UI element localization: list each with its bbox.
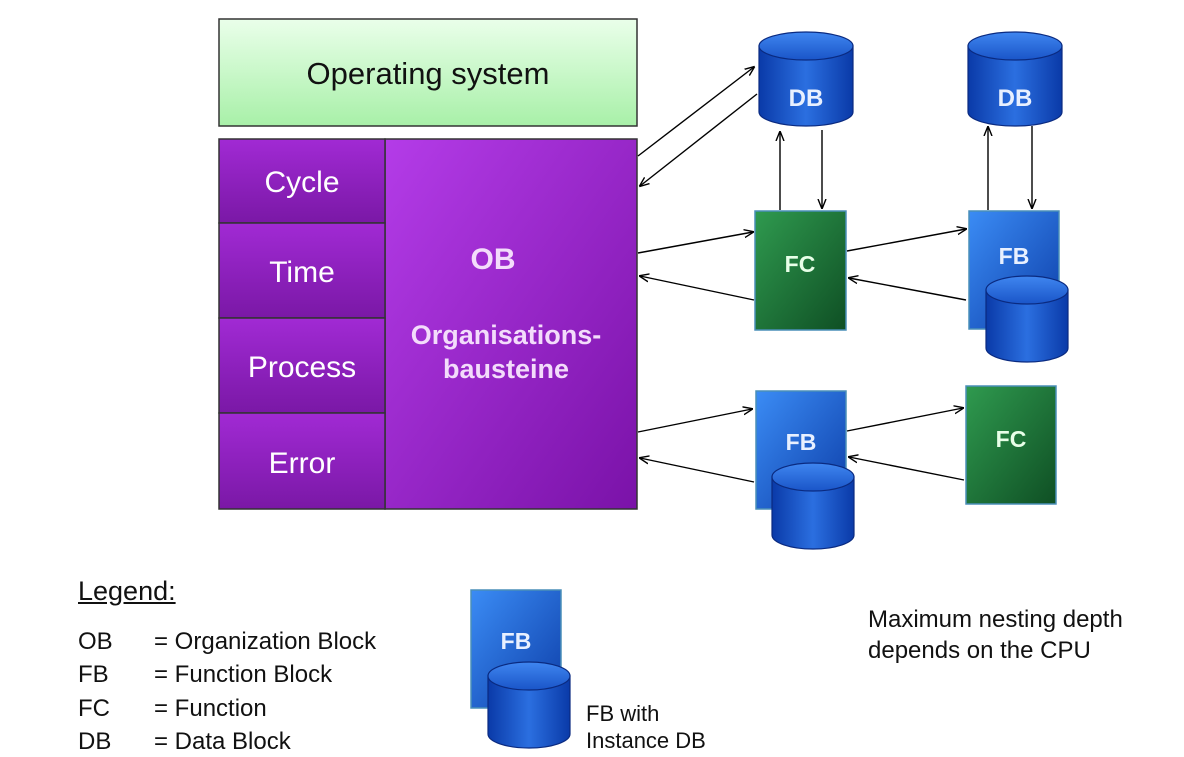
fc-label: FC bbox=[996, 426, 1027, 452]
legend-title: Legend: bbox=[78, 576, 176, 606]
fc-label: FC bbox=[785, 251, 816, 277]
arrow bbox=[849, 457, 965, 481]
ob-category-cycle bbox=[218, 138, 386, 224]
ob-abbr-label: OB bbox=[471, 243, 516, 276]
legend-item: FC = Function bbox=[78, 695, 267, 723]
operating-system-box: Operating system bbox=[218, 18, 638, 127]
ob-category-label: Process bbox=[248, 351, 356, 384]
legend-abbr: FB bbox=[78, 661, 109, 688]
legend-item: FB = Function Block bbox=[78, 661, 332, 689]
ob-name-line2: bausteine bbox=[443, 354, 569, 384]
arrow bbox=[640, 93, 758, 186]
legend-desc: = Function bbox=[154, 695, 267, 722]
note-line: depends on the CPU bbox=[868, 637, 1091, 664]
ob-category-label: Error bbox=[269, 447, 336, 480]
fb-block-with-instance-db: FB bbox=[968, 210, 1069, 363]
db-label: DB bbox=[998, 85, 1033, 112]
arrow bbox=[846, 408, 963, 432]
db-label: DB bbox=[789, 85, 824, 112]
legend-item: DB = Data Block bbox=[78, 728, 291, 756]
ob-category-error bbox=[218, 412, 386, 510]
legend-fb-sample: FB bbox=[470, 589, 571, 749]
operating-system-label: Operating system bbox=[307, 56, 550, 91]
legend-abbr: FC bbox=[78, 695, 110, 722]
fb-label: FB bbox=[786, 429, 817, 455]
fb-label: FB bbox=[501, 628, 532, 654]
fc-block: FC bbox=[754, 210, 847, 331]
arrow bbox=[637, 67, 754, 157]
db-cylinder: DB bbox=[758, 31, 854, 127]
legend-abbr: OB bbox=[78, 628, 113, 655]
arrow bbox=[849, 278, 967, 301]
fc-block: FC bbox=[965, 385, 1057, 505]
note-line: Maximum nesting depth bbox=[868, 606, 1123, 633]
arrow bbox=[637, 232, 753, 254]
ob-name-line1: Organisations- bbox=[411, 320, 602, 350]
ob-block: Cycle Time Process Error OB Organisation… bbox=[218, 138, 638, 510]
legend-desc: = Data Block bbox=[154, 728, 291, 755]
legend-item: OB = Organization Block bbox=[78, 628, 376, 656]
arrow bbox=[640, 458, 755, 483]
arrow bbox=[640, 276, 755, 301]
db-cylinder: DB bbox=[967, 31, 1063, 127]
arrow bbox=[637, 409, 752, 433]
legend-abbr: DB bbox=[78, 728, 112, 755]
legend-desc: = Function Block bbox=[154, 661, 333, 688]
nesting-note: Maximum nesting depth depends on the CPU bbox=[868, 604, 1178, 666]
caption-line: FB with bbox=[586, 701, 660, 726]
fb-block-with-instance-db: FB bbox=[755, 390, 855, 550]
legend-desc: = Organization Block bbox=[154, 628, 377, 655]
fb-label: FB bbox=[999, 243, 1030, 269]
connection-arrows bbox=[637, 67, 1032, 483]
ob-category-label: Time bbox=[269, 256, 335, 289]
fb-instance-caption: FB with Instance DB bbox=[586, 700, 706, 754]
arrow bbox=[846, 229, 966, 252]
ob-category-label: Cycle bbox=[264, 166, 339, 199]
caption-line: Instance DB bbox=[586, 728, 706, 753]
